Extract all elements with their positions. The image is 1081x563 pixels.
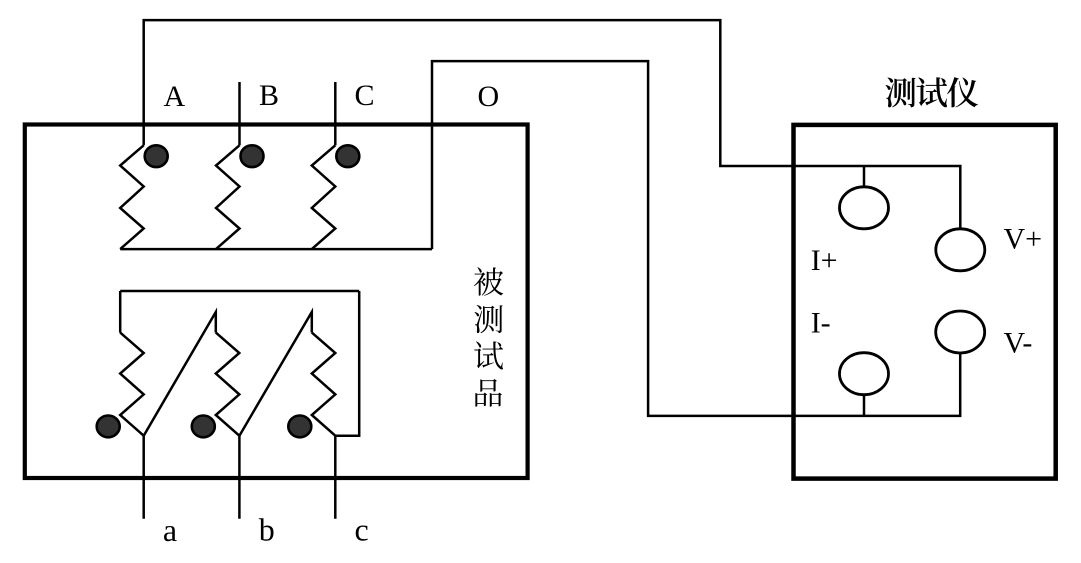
svg-text:V+: V+ [1004,223,1043,256]
svg-text:I-: I- [811,307,831,340]
svg-text:c: c [355,512,369,548]
svg-text:B: B [259,79,279,112]
svg-text:O: O [478,80,500,113]
svg-text:A: A [164,80,186,113]
svg-text:C: C [355,79,375,112]
svg-text:I+: I+ [811,244,838,277]
svg-text:V-: V- [1004,327,1033,360]
svg-text:a: a [163,512,177,548]
svg-text:b: b [259,512,275,548]
